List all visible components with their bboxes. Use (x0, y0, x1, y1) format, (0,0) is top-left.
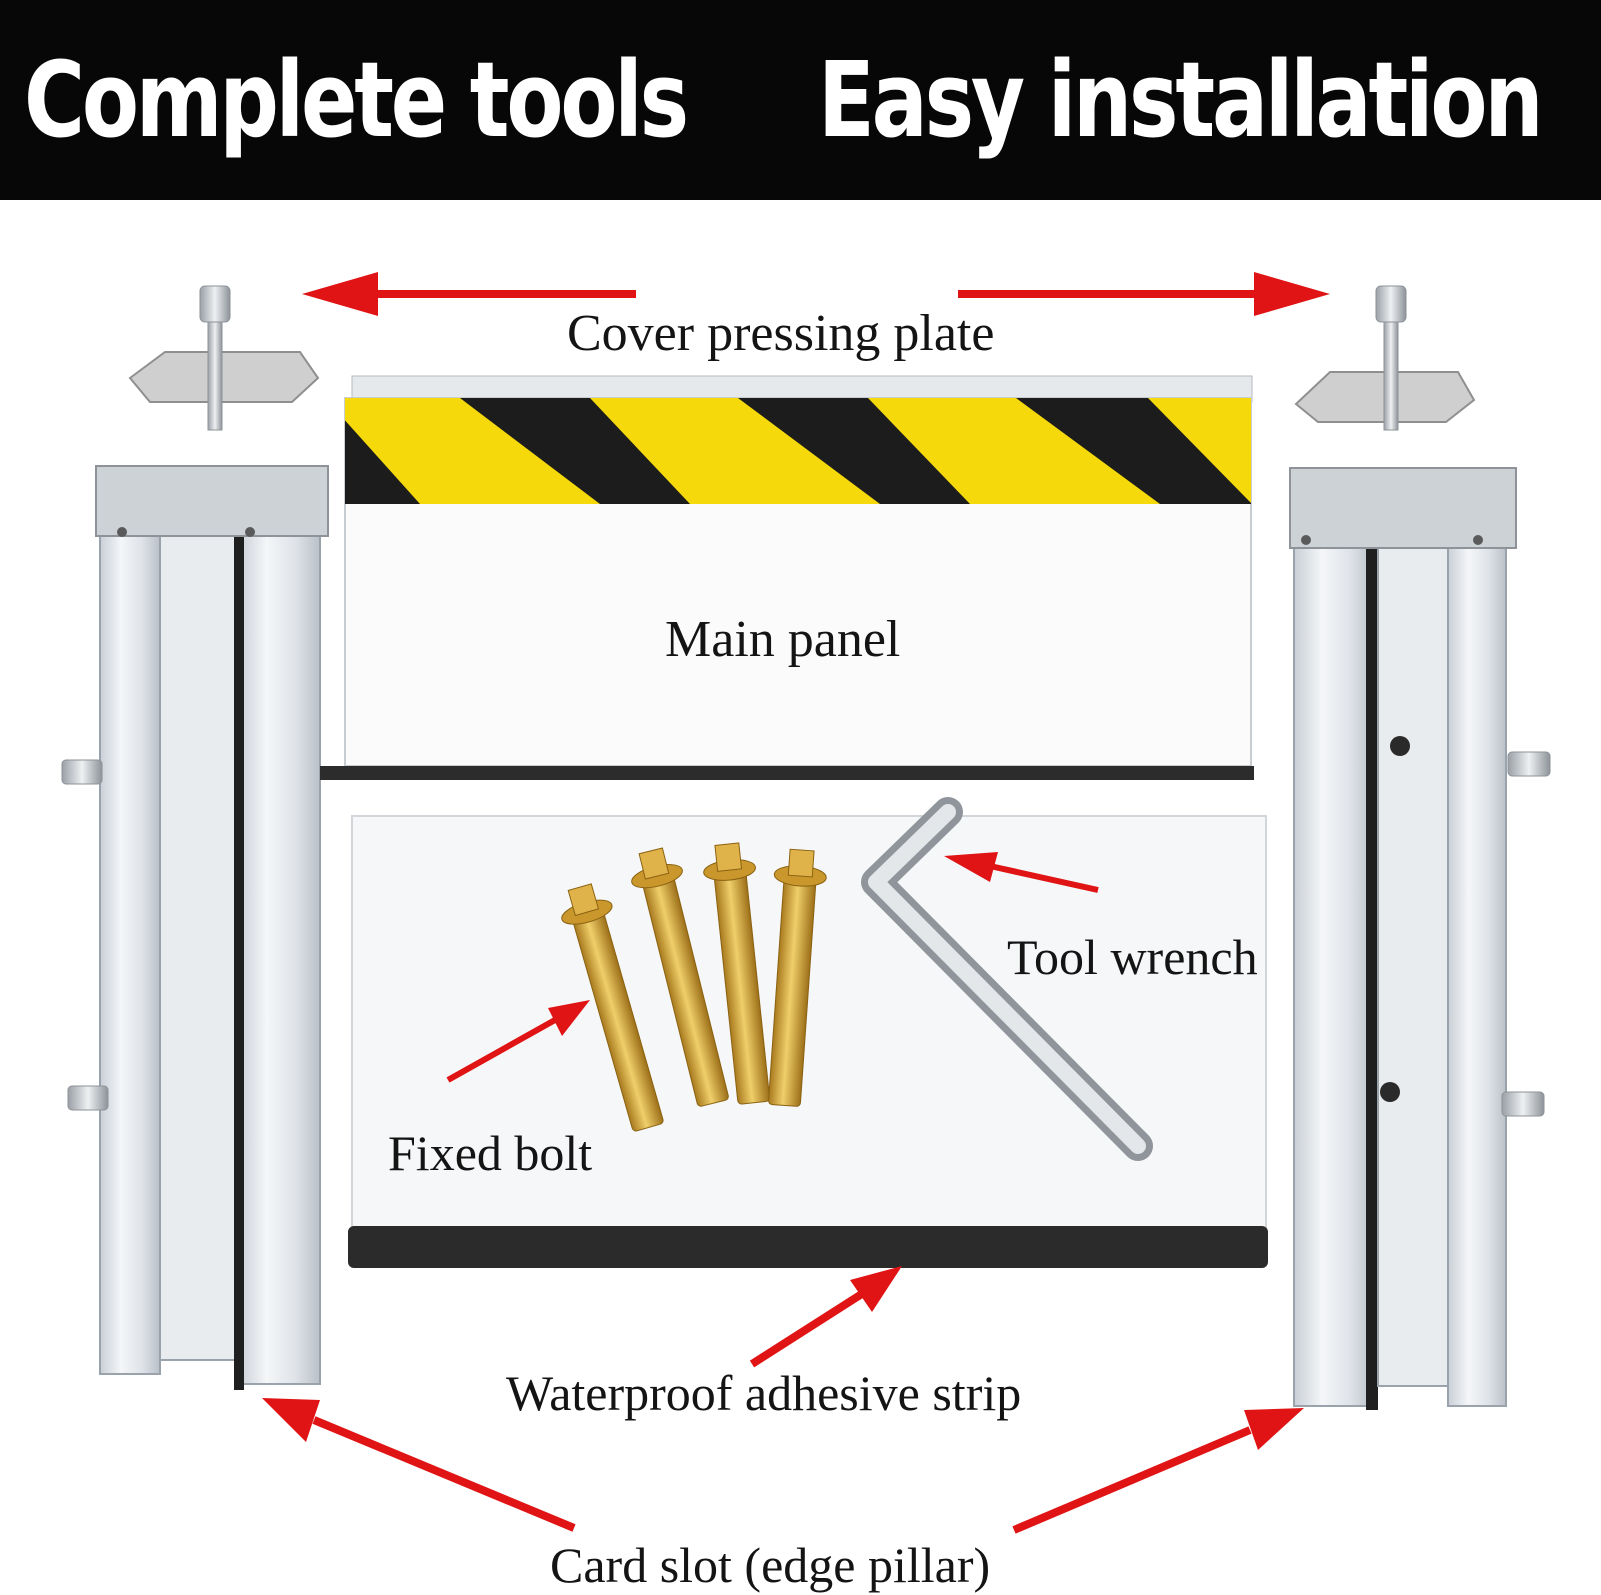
edge-pillar-left (61, 465, 329, 1390)
arrows (262, 272, 1330, 1534)
main-panel (320, 375, 1254, 780)
label-main-panel: Main panel (665, 611, 901, 668)
title-banner: Complete tools Easy installation (0, 0, 1601, 200)
cover-pressing-plate-right (1294, 285, 1476, 431)
banner-title-left: Complete tools (24, 39, 689, 161)
arrow-left-head (302, 272, 378, 316)
label-waterproof-strip: Waterproof adhesive strip (506, 1365, 1022, 1421)
cover-pressing-plate-left (128, 285, 320, 431)
waterproof-adhesive-strip (348, 1226, 1268, 1268)
tool-wrench (861, 797, 1153, 1161)
label-card-slot: Card slot (edge pillar) (550, 1537, 991, 1593)
banner-title-right: Easy installation (818, 39, 1544, 161)
product-illustration (61, 272, 1551, 1534)
label-fixed-bolt: Fixed bolt (388, 1125, 593, 1181)
hazard-stripe-band (345, 398, 1251, 504)
fixed-bolts (561, 842, 827, 1132)
label-tool-wrench: Tool wrench (1007, 929, 1258, 985)
lower-panel (348, 815, 1268, 1268)
edge-pillar-right (1289, 467, 1551, 1410)
label-cover-pressing-plate: Cover pressing plate (567, 305, 995, 362)
arrow-right-head (1254, 272, 1330, 316)
